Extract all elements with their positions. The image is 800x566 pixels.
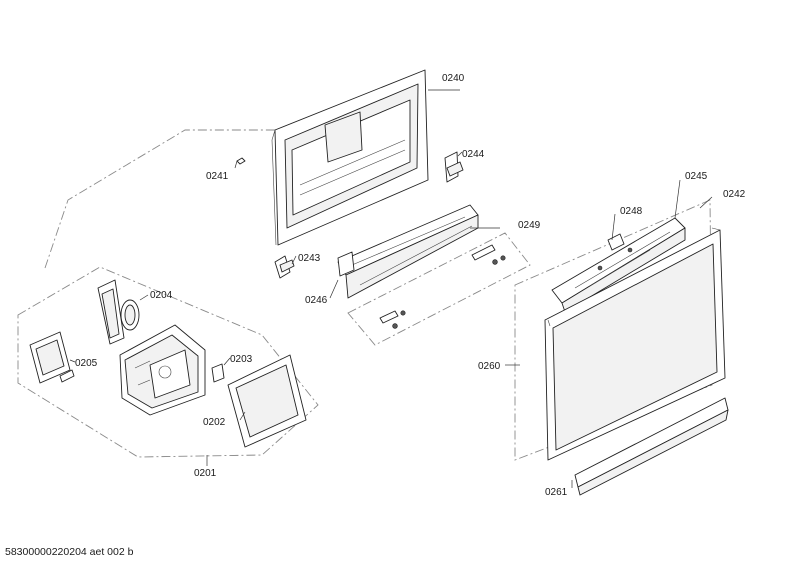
group-outline-0249 — [347, 232, 531, 346]
label-0246: 0246 — [305, 295, 328, 306]
label-0202: 0202 — [203, 417, 226, 428]
label-0245: 0245 — [685, 171, 708, 182]
group-outline-0201 — [17, 266, 319, 458]
label-0204: 0204 — [150, 290, 173, 301]
screw-0241 — [236, 157, 246, 165]
drawing-id: 58300000220204 aet 002 b — [5, 546, 134, 558]
label-0205: 0205 — [75, 358, 98, 369]
bracket-0244 — [444, 151, 464, 183]
dispenser-unit — [119, 324, 206, 416]
label-0203: 0203 — [230, 354, 253, 365]
group-outline-0260 — [514, 199, 713, 461]
control-strip-0245 — [551, 217, 686, 313]
label-0201: 0201 — [194, 468, 217, 479]
outer-door-panel-0242 — [544, 227, 726, 461]
label-0240: 0240 — [442, 73, 465, 84]
label-0244: 0244 — [462, 149, 485, 160]
label-0242: 0242 — [723, 189, 746, 200]
gasket-0202 — [227, 354, 307, 448]
clip-0203 — [211, 363, 225, 383]
label-0249: 0249 — [518, 220, 541, 231]
plate-0205 — [29, 331, 75, 384]
label-0260: 0260 — [478, 361, 501, 372]
inner-door-panel-0240 — [271, 69, 429, 246]
leader-lines — [69, 89, 713, 488]
label-0243: 0243 — [298, 253, 321, 264]
label-0248: 0248 — [620, 206, 643, 217]
label-0261: 0261 — [545, 487, 568, 498]
clips-0249 — [379, 244, 506, 329]
dispenser-cover-0204 — [97, 279, 140, 345]
hinge-bracket-0243 — [274, 255, 295, 279]
kick-plate-0261 — [574, 397, 729, 496]
part-0248 — [607, 233, 625, 251]
group-outline-door-upper — [44, 129, 282, 269]
label-0241: 0241 — [206, 171, 229, 182]
rail-0246 — [337, 204, 479, 299]
